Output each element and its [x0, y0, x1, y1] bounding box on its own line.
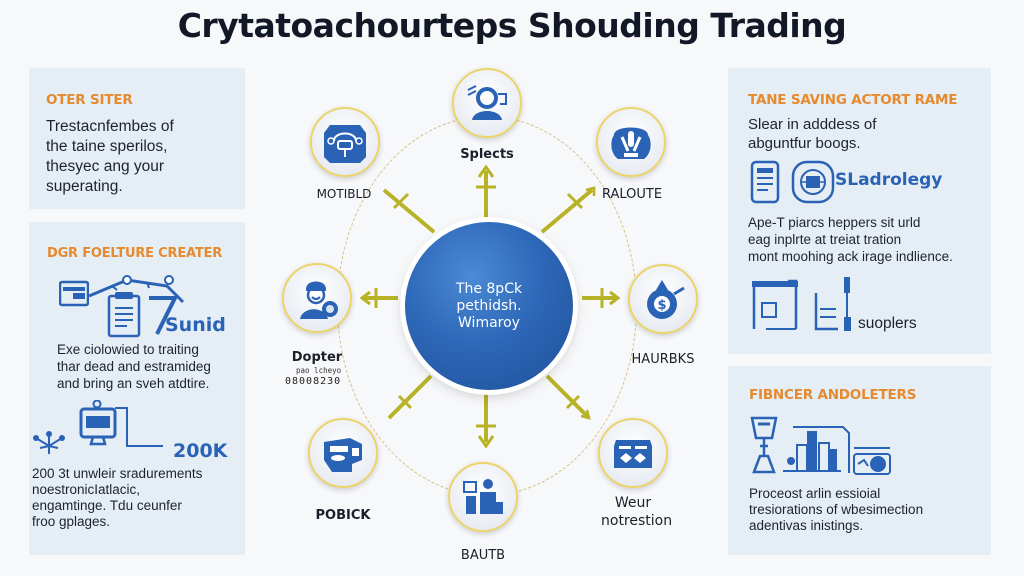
- text-line: superating.: [46, 178, 123, 195]
- trophy-icon: [750, 416, 778, 474]
- globe-icon: [791, 160, 835, 204]
- central-hub[interactable]: The 8pCk pethidsh. Wimaroy: [405, 222, 573, 390]
- money-bag-icon: $: [647, 280, 685, 319]
- hub-line: Wimaroy: [458, 314, 520, 331]
- seven-shape-icon: [149, 296, 177, 335]
- text-line: Proceost arlin essioial: [749, 486, 881, 501]
- panel-heading: FIBNCER ANDOLETERS: [749, 387, 917, 403]
- text-line: tresiorations of wbesimection: [749, 502, 924, 517]
- factory-icon: [752, 277, 851, 331]
- buildings-icon: [783, 426, 850, 473]
- document-icon: [107, 292, 141, 338]
- panel-text: Exe ciolowied to traiting thar dead and …: [57, 341, 211, 392]
- person-icon: [300, 281, 338, 319]
- arrow-down: [476, 394, 496, 448]
- node-haurbks[interactable]: $: [628, 264, 698, 334]
- arrow-up: [476, 165, 496, 219]
- text-line: mont moohing ack irage indlience.: [748, 249, 953, 264]
- text-line: Exe ciolowied to traiting: [57, 342, 199, 357]
- text-line: thesyec ang your: [46, 158, 165, 175]
- node-sub-label: 08008230: [285, 376, 342, 387]
- node-pobick[interactable]: [308, 418, 378, 488]
- exchange-icon: [614, 440, 652, 468]
- arrow-up-left: [382, 188, 436, 234]
- text-line: abguntfur boogs.: [748, 135, 861, 152]
- text-line: froo gplages.: [32, 514, 111, 529]
- text-line: the taine sperilos,: [46, 138, 168, 155]
- text-line: adentivas inistings.: [749, 518, 864, 533]
- checklist-icon: [750, 160, 780, 204]
- printer-icon: [324, 438, 362, 472]
- node-label-text: Weur notrestion: [601, 495, 673, 529]
- left-panel-1: OTER SITER Trestacnfembes of the taine s…: [29, 68, 245, 209]
- text-line: eag inplrte at treiat tration: [748, 232, 902, 247]
- node-label: Dopter: [291, 350, 343, 365]
- arrow-up-right: [540, 186, 596, 234]
- node-splects[interactable]: [452, 68, 522, 138]
- text-line: Trestacnfembes of: [46, 118, 174, 135]
- hardware-icon: [324, 125, 366, 163]
- monitor-icon: [79, 400, 163, 447]
- arrow-right: [582, 288, 620, 308]
- arrow-down-right: [545, 374, 591, 420]
- text-line: 200 3t unwleir sradurements: [32, 466, 203, 481]
- node-weur-notrestion[interactable]: [598, 418, 668, 488]
- icon-label: SLadrolegy: [835, 170, 943, 190]
- hub-text: The 8pCk pethidsh. Wimaroy: [456, 281, 522, 332]
- text-line: engamtinge. Tdu ceunfer: [32, 498, 182, 513]
- icon-label: Sunid: [165, 314, 226, 336]
- node-label: HAURBKS: [631, 352, 695, 367]
- arrow-down-left: [387, 374, 433, 420]
- node-label: Weur notrestion: [588, 494, 678, 530]
- node-dopter[interactable]: [282, 263, 352, 333]
- panel-heading: TANE SAVING ACTORT RAME: [748, 92, 958, 108]
- right-panel-1: TANE SAVING ACTORT RAME Slear in adddess…: [728, 68, 991, 354]
- left-panel-2: DGR FOELTURE CREATER Sunid Exe ciolowied…: [29, 222, 245, 555]
- node-raloute[interactable]: [596, 107, 666, 177]
- text-line: noestronicIatlacic,: [32, 482, 141, 497]
- panel-heading: DGR FOELTURE CREATER: [47, 246, 223, 261]
- panel-text-2: Ape-T piarcs heppers sit urld eag inplrt…: [748, 214, 953, 265]
- user-reading-icon: [467, 85, 507, 120]
- pipeline-icon: [88, 275, 185, 304]
- svg-text:$: $: [657, 298, 666, 313]
- panel-text: Trestacnfembes of the taine sperilos, th…: [46, 117, 174, 197]
- right-panel-2: FIBNCER ANDOLETERS Proceost arlin essioi…: [728, 366, 991, 555]
- panel-text: Proceost arlin essioial tresiorations of…: [749, 486, 923, 534]
- node-label: Splects: [460, 147, 514, 162]
- hub-line: The 8pCk: [455, 280, 523, 297]
- text-line: Slear in adddess of: [748, 116, 877, 133]
- robot-icon: [611, 127, 651, 159]
- node-motibld[interactable]: [310, 107, 380, 177]
- stat-value: 200K: [173, 440, 228, 462]
- network-icon: [33, 431, 65, 454]
- office-icon: [463, 479, 503, 514]
- page-title: Crytatoachourteps Shouding Trading: [177, 6, 847, 45]
- stat-text: 200 3t unwleir sradurements noestronicIa…: [32, 466, 202, 530]
- text-line: and bring an sveh atdtire.: [57, 376, 210, 391]
- chart-icon: [853, 447, 891, 475]
- node-label: MOTIBLD: [316, 187, 372, 201]
- panel-heading: OTER SITER: [46, 92, 133, 108]
- node-sub-label: pao lcheyo: [296, 366, 342, 375]
- node-bautb[interactable]: [448, 462, 518, 532]
- wallet-icon: [59, 280, 89, 307]
- text-line: Ape-T piarcs heppers sit urld: [748, 215, 921, 230]
- arrow-left: [360, 288, 398, 308]
- hub-line: pethidsh.: [456, 297, 522, 314]
- node-label: BAUTB: [460, 548, 506, 563]
- icon-label-2: suoplers: [858, 315, 917, 332]
- text-line: thar dead and estramideg: [57, 359, 211, 374]
- node-label: RALOUTE: [601, 187, 663, 202]
- node-label: POBICK: [315, 508, 371, 523]
- panel-text: Slear in adddess of abguntfur boogs.: [748, 115, 876, 153]
